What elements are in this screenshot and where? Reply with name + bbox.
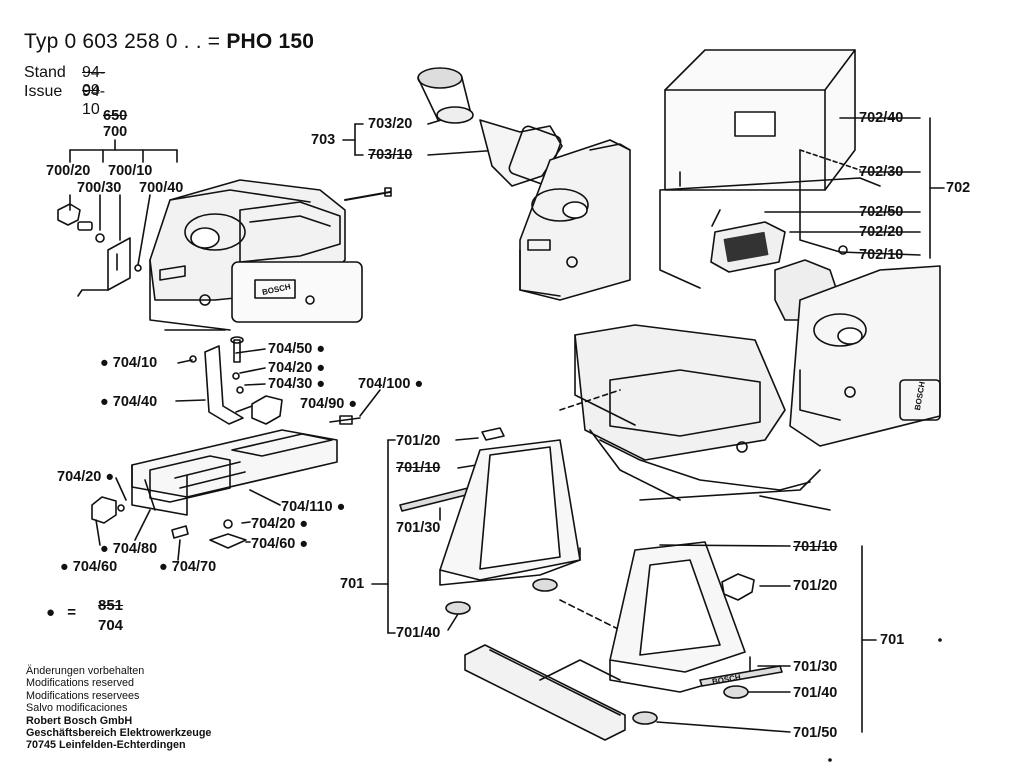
label-704-70-text: 704/70 (171, 559, 217, 575)
label-704-60-b-text: 704/60 (72, 559, 118, 575)
stand-label: Stand (24, 64, 66, 81)
label-704-40-text: 704/40 (112, 394, 158, 410)
label-701-40-b: 701/40 (793, 685, 838, 701)
legend-equals: = (67, 604, 76, 621)
label-702-50: 702/50 (859, 204, 904, 220)
stand-701-left (371, 427, 581, 634)
label-701-10-a: 701/10 (396, 460, 441, 476)
label-701-20-b: 701/20 (793, 578, 838, 594)
tree-700 (69, 139, 178, 266)
label-704-90-text: 704/90 (300, 396, 345, 412)
stand-701-right (609, 541, 877, 733)
footer-line-3: Modifications reservees (26, 689, 140, 702)
label-704-80: ● 704/80 (100, 541, 158, 557)
label-704-60-b: ● 704/60 (60, 559, 118, 575)
label-700-10: 700/10 (108, 163, 153, 179)
label-702-20: 702/20 (859, 224, 904, 240)
label-704-60-a-text: 704/60 (251, 536, 296, 552)
label-703-10: 703/10 (368, 147, 413, 163)
label-704-20-a: 704/20 ● (268, 360, 326, 376)
footer-division: Geschäftsbereich Elektrowerkzeuge (26, 727, 212, 740)
label-704-70: ● 704/70 (159, 559, 217, 575)
footer-line-1: Änderungen vorbehalten (26, 665, 145, 677)
label-701-20-a: 701/20 (396, 433, 441, 449)
issue-value: 94-10 (82, 83, 106, 118)
issue-label: Issue (24, 83, 63, 100)
stand-row: Stand 94-09 (24, 64, 105, 99)
label-703-20: 703/20 (368, 116, 413, 132)
label-704-20-c: 704/20 ● (251, 516, 309, 532)
label-701-30-b: 701/30 (793, 659, 838, 675)
typ-number: 0 603 258 0 . . = (64, 30, 221, 53)
label-650: 650 (103, 108, 128, 124)
label-704-50-text: 704/50 (268, 341, 313, 357)
label-704-110-text: 704/110 (281, 499, 333, 515)
model-name: PHO 150 (226, 30, 315, 53)
legend-new-number: 704 (98, 617, 124, 634)
label-704-100-text: 704/100 (358, 376, 411, 392)
label-702-40: 702/40 (859, 110, 904, 126)
label-702: 702 (946, 180, 971, 196)
footer-line-2: Modifications reserved (26, 677, 135, 690)
planer-inverted (559, 324, 831, 511)
label-701-10-b: 701/10 (793, 539, 838, 555)
label-704-30: 704/30 ● (268, 376, 326, 392)
label-704-40: ● 704/40 (100, 394, 158, 410)
label-701-30-a: 701/30 (396, 520, 441, 536)
bottom-rail (464, 599, 626, 741)
label-701-40-a: 701/40 (396, 625, 441, 641)
footer-notice: Änderungen vorbehalten Modifications res… (26, 665, 211, 752)
label-700-40: 700/40 (139, 180, 184, 196)
label-704-100: 704/100 ● (358, 376, 424, 392)
label-704-50: 704/50 ● (268, 341, 326, 357)
legend: ● = 851 704 (46, 597, 123, 634)
label-701-right: 701 (880, 632, 905, 648)
stand-value: 94-09 (82, 64, 106, 99)
label-704-20-b: 704/20 ● (57, 469, 115, 485)
label-703: 703 (311, 132, 336, 148)
parallel-guide (91, 429, 338, 561)
footer-address: 70745 Leinfelden-Echterdingen (26, 739, 186, 752)
depth-stop-parts (57, 203, 142, 297)
label-700-30: 700/30 (77, 180, 122, 196)
label-702-30: 702/30 (859, 164, 904, 180)
label-704-10-text: 704/10 (112, 355, 158, 371)
label-704-20-a-text: 704/20 (268, 360, 313, 376)
label-704-80-text: 704/80 (112, 541, 158, 557)
label-704-110: 704/110 ● (281, 499, 346, 515)
label-704-30-text: 704/30 (268, 376, 313, 392)
label-702-10: 702/10 (859, 247, 904, 263)
planer-main-left (149, 179, 392, 331)
label-704-90: 704/90 ● (300, 396, 358, 412)
planer-view-3 (774, 259, 941, 447)
dust-extraction-703 (342, 67, 563, 187)
leaders-704 (175, 336, 381, 425)
label-704-10: ● 704/10 (100, 355, 158, 371)
label-701-left: 701 (340, 576, 365, 592)
label-700: 700 (103, 124, 128, 140)
label-704-20-c-text: 704/20 (251, 516, 296, 532)
label-704-60-a: 704/60 ● (251, 536, 309, 552)
legend-old-number: 851 (98, 597, 124, 614)
label-704-20-b-text: 704/20 (57, 469, 102, 485)
label-701-50-b: 701/50 (793, 725, 838, 741)
footer-line-4: Salvo modificaciones (26, 702, 128, 715)
page-title: Typ 0 603 258 0 . . = PHO 150 (24, 30, 314, 54)
label-700-20: 700/20 (46, 163, 91, 179)
carry-case-702 (659, 49, 945, 289)
issue-row: Issue 94-10 (24, 83, 105, 118)
footer-company: Robert Bosch GmbH (26, 714, 133, 727)
typ-label: Typ (24, 30, 59, 53)
legend-bullet: ● (46, 604, 56, 621)
planer-view-2 (519, 139, 631, 301)
